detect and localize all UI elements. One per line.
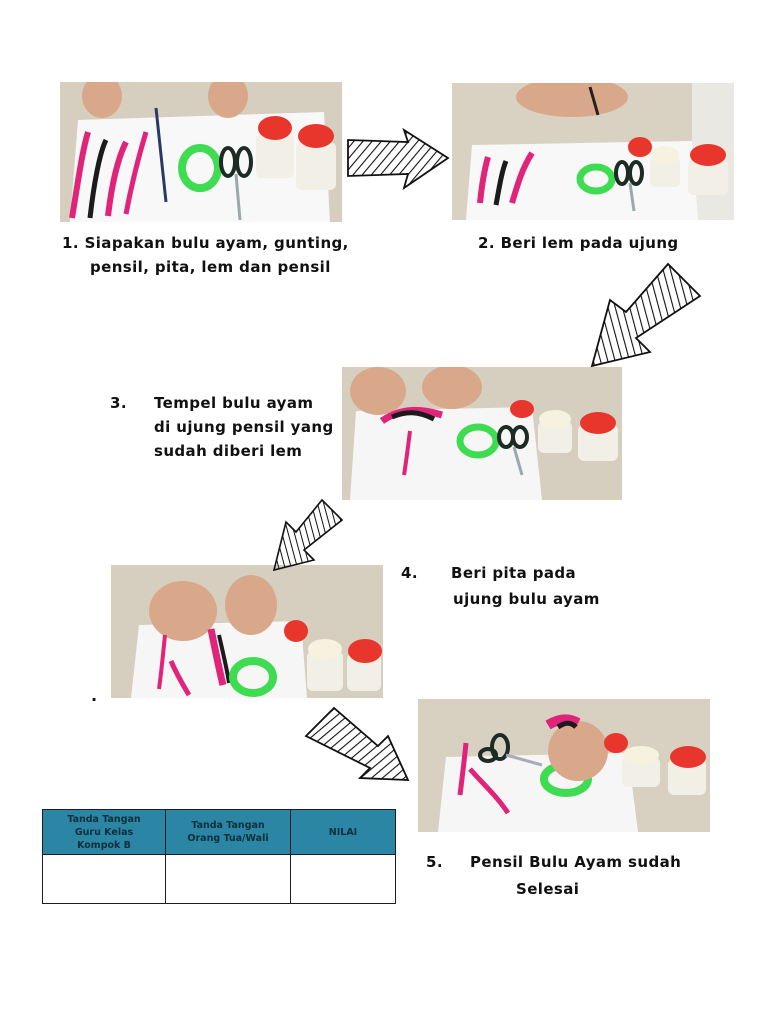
step-3-number: 3. — [110, 394, 127, 412]
step-1-text-2: pensil, pita, lem dan pensil — [90, 258, 331, 276]
step-1-photo — [60, 82, 342, 222]
step-4-text-1: Beri pita pada — [451, 564, 577, 582]
step-2-number: 2. — [478, 234, 495, 252]
step-2-caption: 2. Beri lem pada ujung — [478, 231, 679, 255]
arrow-down-left-icon — [272, 498, 344, 572]
step-2-text-1: Beri lem pada ujung — [500, 234, 679, 252]
step-4-text-2: ujung bulu ayam — [453, 590, 600, 608]
step-1-number: 1. — [62, 234, 79, 252]
signature-table: Tanda Tangan Guru Kelas Kompok B Tanda T… — [42, 809, 396, 904]
score-cell[interactable] — [290, 854, 396, 904]
step-5-text-1: Pensil Bulu Ayam sudah — [470, 853, 682, 871]
step-5-caption: 5. Pensil Bulu Ayam sudah Selesai — [426, 849, 681, 903]
step-1-line-1: 1. Siapakan bulu ayam, gunting, — [62, 231, 349, 255]
arrow-right-icon — [347, 128, 450, 190]
stray-dot: . — [91, 686, 98, 705]
step-3-text-3: sudah diberi lem — [154, 442, 303, 460]
step-1-text-1: Siapakan bulu ayam, gunting, — [84, 234, 349, 252]
step-3-caption: 3.Tempel bulu ayam di ujung pensil yang … — [110, 391, 334, 463]
step-2-photo — [452, 83, 734, 220]
step-1-caption: 1. Siapakan bulu ayam, gunting, pensil, … — [62, 231, 349, 279]
step-4-number: 4. — [401, 564, 418, 582]
step-5-photo — [418, 699, 710, 832]
table-row — [42, 854, 396, 904]
arrow-down-left-icon — [590, 262, 702, 368]
step-3-photo — [342, 367, 622, 500]
header-teacher-signature: Tanda Tangan Guru Kelas Kompok B — [42, 809, 166, 855]
parent-signature-cell[interactable] — [165, 854, 291, 904]
step-4-caption: 4. Beri pita pada ujung bulu ayam — [401, 561, 600, 611]
teacher-signature-cell[interactable] — [42, 854, 166, 904]
header-parent-signature: Tanda Tangan Orang Tua/Wali — [165, 809, 291, 855]
arrow-down-right-icon — [304, 706, 410, 781]
header-score: NILAI — [290, 809, 396, 855]
step-5-number: 5. — [426, 853, 443, 871]
step-4-photo — [111, 565, 383, 698]
step-3-text-2: di ujung pensil yang — [154, 418, 334, 436]
step-3-text-1: Tempel bulu ayam — [154, 394, 314, 412]
table-header-row: Tanda Tangan Guru Kelas Kompok B Tanda T… — [42, 809, 396, 855]
step-5-text-2: Selesai — [516, 880, 580, 898]
